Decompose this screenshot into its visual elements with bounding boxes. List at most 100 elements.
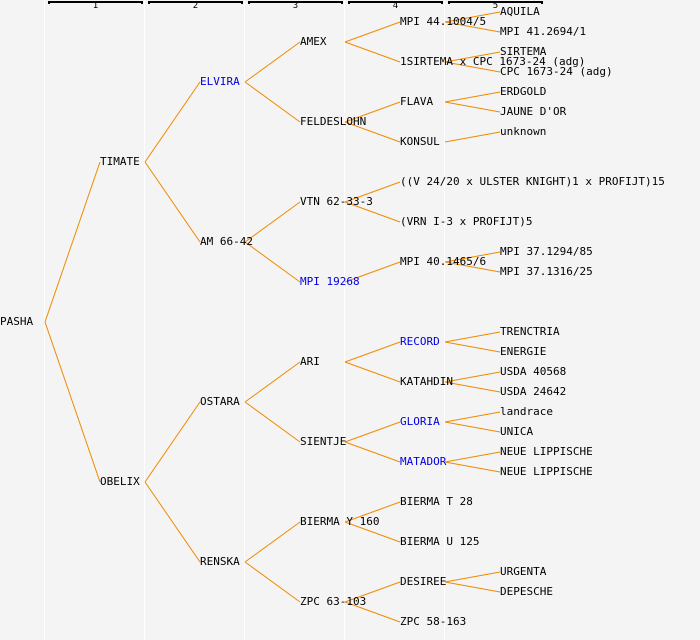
parent-link [444, 91, 501, 103]
generation-header-5: 5 [448, 0, 543, 12]
parent-link [344, 501, 401, 523]
parent-link [144, 401, 201, 483]
parent-link [444, 381, 501, 393]
parent-link [444, 101, 501, 113]
column-separator [244, 0, 245, 640]
generation-label: 1 [92, 1, 99, 11]
ancestor-node: MPI 40.1465/6 [400, 255, 487, 268]
parent-link [344, 601, 401, 623]
parent-link [344, 21, 401, 43]
ancestor-node: NEUE LIPPISCHE [500, 465, 593, 478]
ancestor-node: AM 66-42 [200, 235, 253, 248]
ancestor-node: DEPESCHE [500, 585, 553, 598]
ancestor-node: OSTARA [200, 395, 240, 408]
parent-link [244, 41, 301, 83]
parent-link [244, 81, 301, 123]
generation-header-3: 3 [248, 0, 343, 12]
ancestor-node: (VRN I-3 x PROFIJT)5 [400, 215, 533, 228]
generation-label: 4 [392, 1, 399, 11]
ancestor-node: AMEX [300, 35, 327, 48]
ancestor-node: unknown [500, 125, 547, 138]
ancestor-node[interactable]: RECORD [400, 335, 440, 348]
ancestor-node: AQUILA [500, 5, 540, 18]
parent-link [444, 61, 501, 73]
header-bracket [348, 1, 443, 4]
parent-link [444, 571, 501, 583]
parent-link [144, 481, 201, 563]
ancestor-node: VTN 62-33-3 [300, 195, 373, 208]
parent-link [344, 361, 401, 383]
parent-link [44, 161, 101, 323]
parent-link [344, 181, 401, 203]
parent-link [344, 341, 401, 363]
ancestor-node: BIERMA Y 160 [300, 515, 380, 528]
ancestor-node: ENERGIE [500, 345, 547, 358]
ancestor-node: ERDGOLD [500, 85, 547, 98]
column-separator [44, 0, 45, 640]
ancestor-node[interactable]: MPI 19268 [300, 275, 360, 288]
parent-link [444, 461, 501, 473]
ancestor-node: 1SIRTEMA x CPC 1673-24 (adg) [400, 55, 586, 68]
parent-link [344, 521, 401, 543]
ancestor-node: RENSKA [200, 555, 240, 568]
parent-link [444, 11, 501, 23]
parent-link [444, 251, 501, 263]
ancestor-node: FELDESLOHN [300, 115, 367, 128]
generation-label: 2 [192, 1, 199, 11]
column-separator [444, 0, 445, 640]
parent-link [444, 451, 501, 463]
parent-link [344, 121, 401, 143]
ancestor-node[interactable]: GLORIA [400, 415, 440, 428]
parent-link [444, 371, 501, 383]
parent-link [444, 341, 501, 353]
ancestor-node: MPI 37.1294/85 [500, 245, 593, 258]
ancestor-node: FLAVA [400, 95, 434, 108]
parent-link [444, 581, 501, 593]
parent-link [144, 81, 201, 163]
parent-link [344, 41, 401, 63]
ancestor-node: USDA 24642 [500, 385, 567, 398]
generation-label: 5 [492, 1, 499, 11]
generation-header-2: 2 [148, 0, 243, 12]
parent-link [344, 261, 401, 283]
ancestor-node: BIERMA U 125 [400, 535, 480, 548]
ancestor-node: ((V 24/20 x ULSTER KNIGHT)1 x PROFIJT)15 [400, 175, 665, 188]
ancestor-node: MPI 44.1004/5 [400, 15, 487, 28]
ancestor-node: DESIREE [400, 575, 447, 588]
ancestor-node: OBELIX [100, 475, 140, 488]
generation-header-1: 1 [48, 0, 143, 12]
header-bracket [448, 1, 543, 4]
parent-link [244, 401, 301, 443]
parent-link [444, 51, 501, 63]
ancestor-node: SIENTJE [300, 435, 347, 448]
parent-link [344, 201, 401, 223]
parent-link [344, 421, 401, 443]
parent-link [344, 101, 401, 123]
ancestor-node: USDA 40568 [500, 365, 567, 378]
ancestor-node: KATAHDIN [400, 375, 453, 388]
ancestor-node: TRENCTRIA [500, 325, 560, 338]
parent-link [444, 131, 501, 143]
ancestor-node: TIMATE [100, 155, 140, 168]
ancestor-node: UNICA [500, 425, 534, 438]
ancestor-node: ZPC 63-103 [300, 595, 367, 608]
ancestor-node: SIRTEMA [500, 45, 547, 58]
ancestor-node[interactable]: MATADOR [400, 455, 447, 468]
parent-link [444, 331, 501, 343]
ancestor-node: KONSUL [400, 135, 440, 148]
parent-link [244, 201, 301, 243]
ancestor-node: CPC 1673-24 (adg) [500, 65, 613, 78]
ancestor-node[interactable]: ELVIRA [200, 75, 240, 88]
generation-header-4: 4 [348, 0, 443, 12]
header-bracket [148, 1, 243, 4]
parent-link [444, 21, 501, 33]
ancestor-node: landrace [500, 405, 553, 418]
column-separator [144, 0, 145, 640]
generation-label: 3 [292, 1, 299, 11]
header-bracket [48, 1, 143, 4]
ancestor-node: URGENTA [500, 565, 547, 578]
parent-link [444, 421, 501, 433]
parent-link [444, 261, 501, 273]
